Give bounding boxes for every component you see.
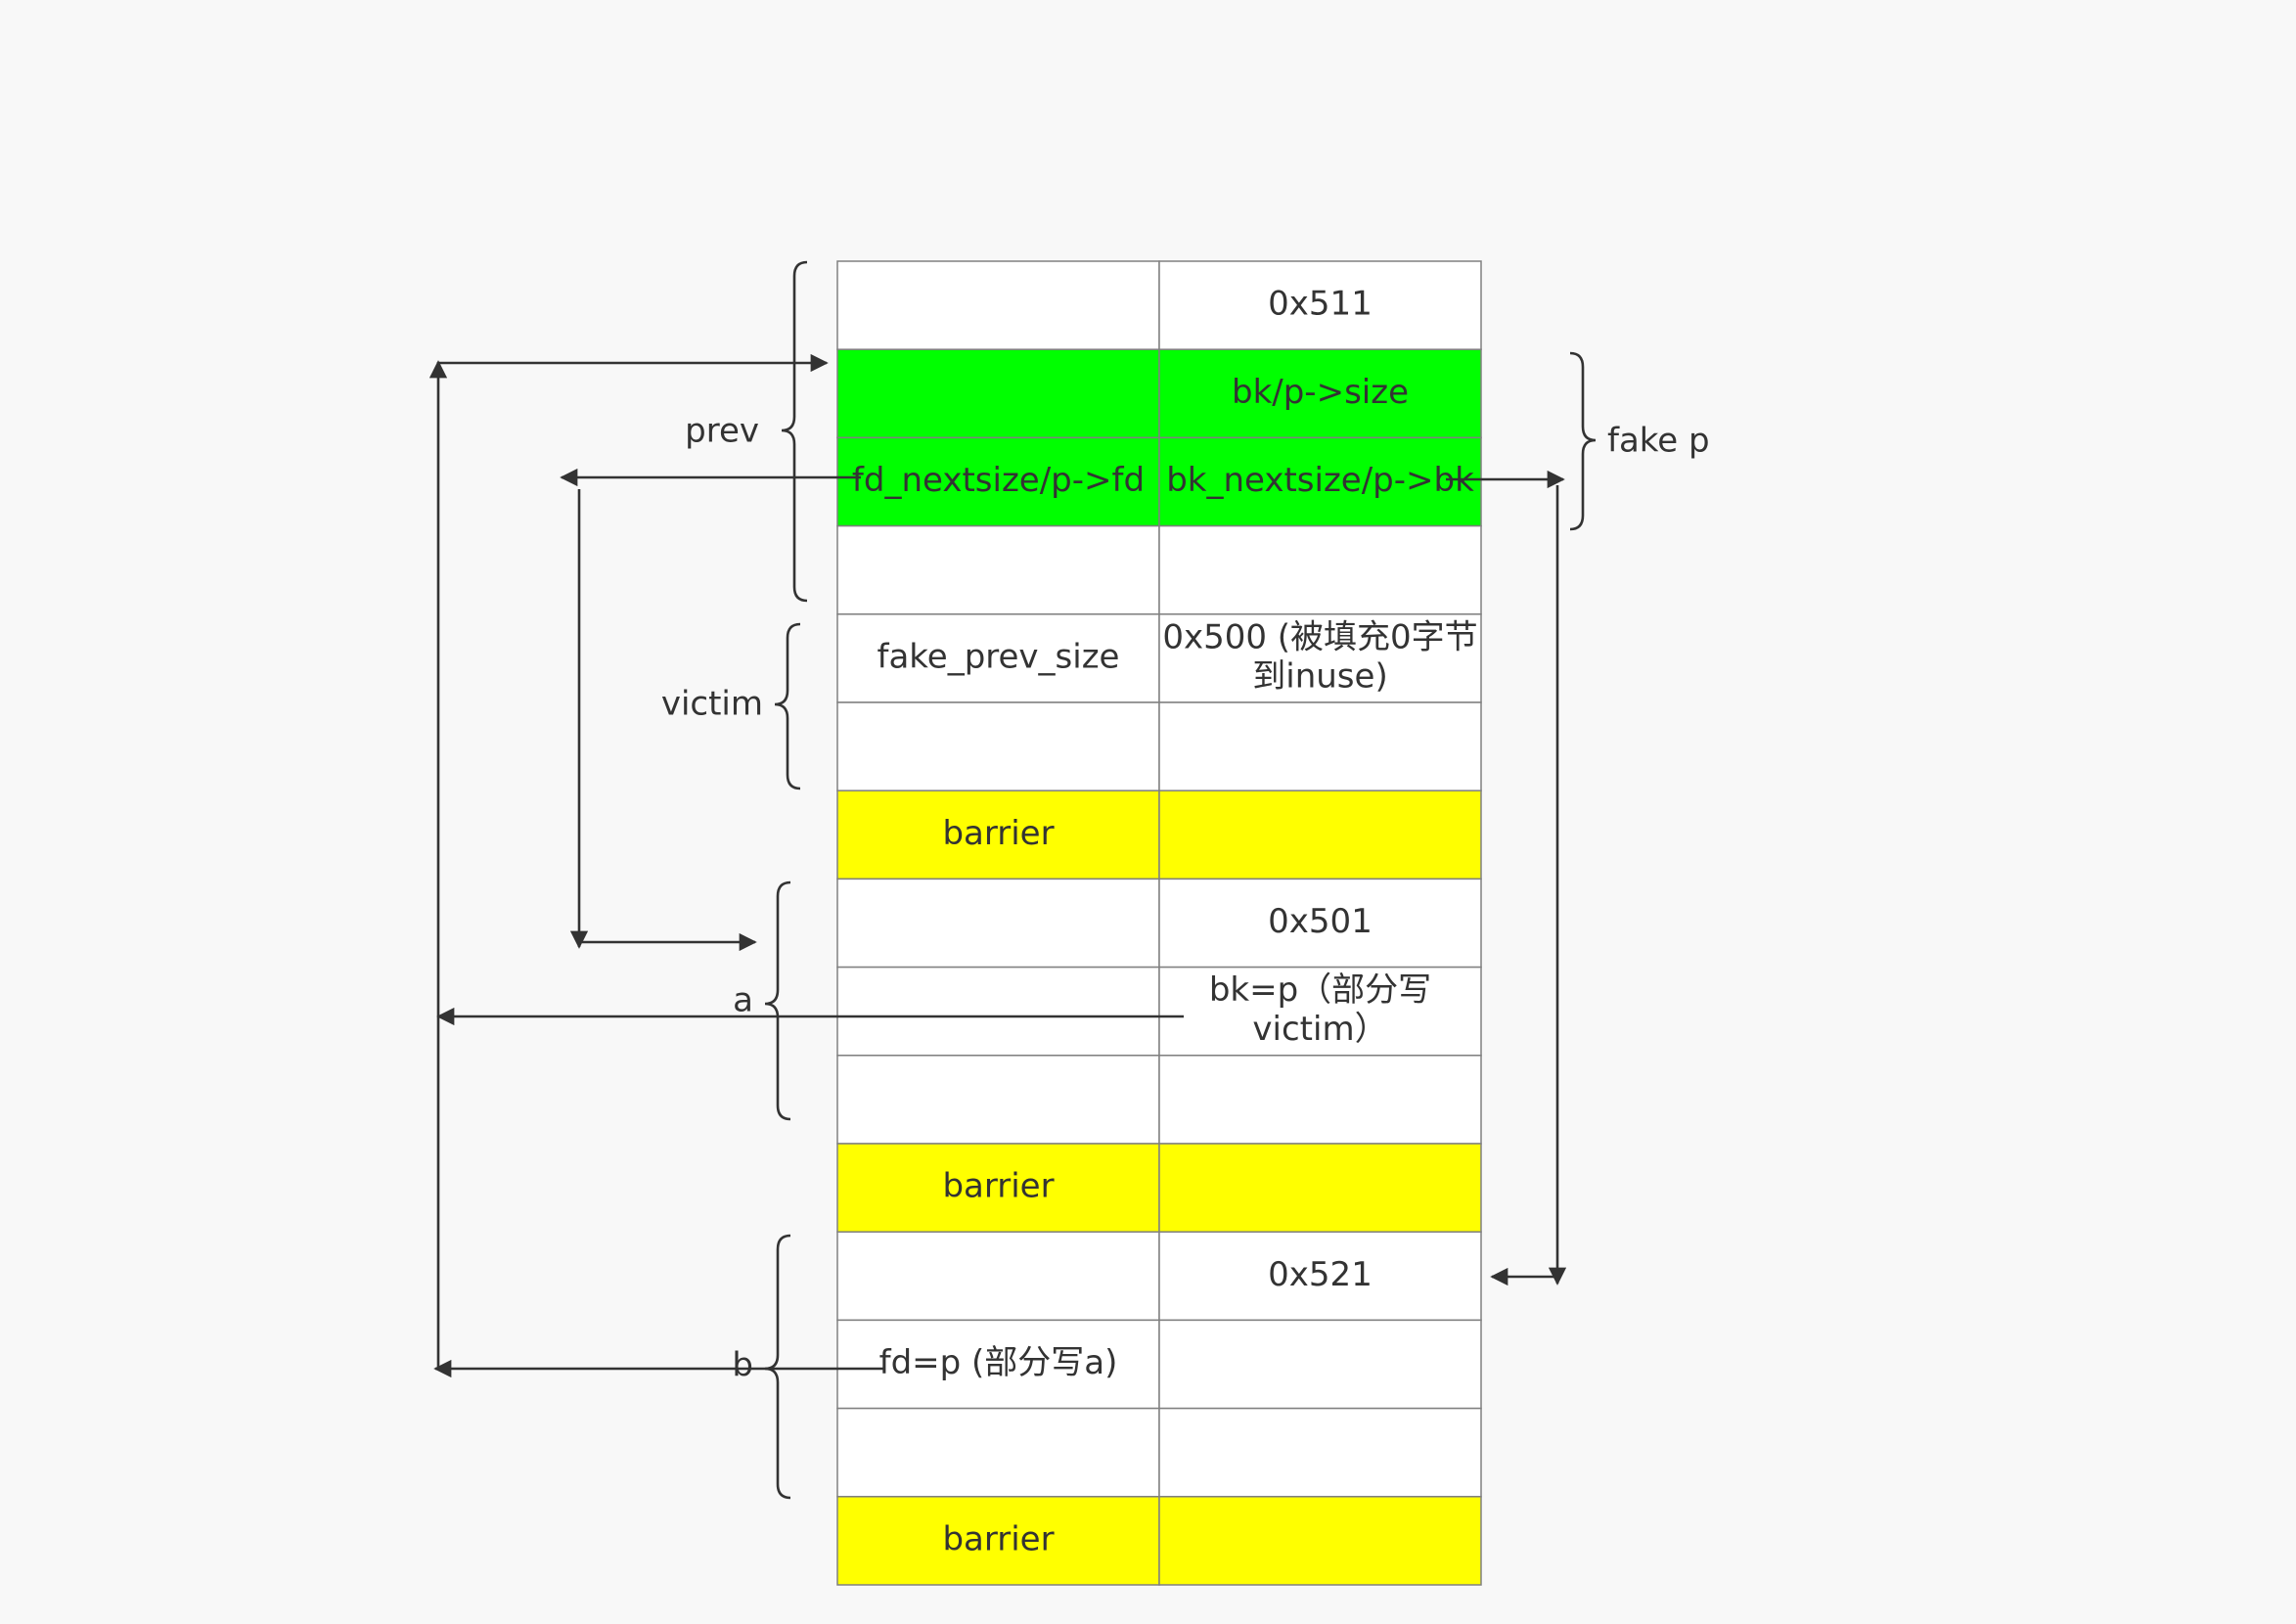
prev-label: prev	[685, 412, 759, 451]
cell-text-8-right: victim）	[1252, 1010, 1387, 1049]
cell-4-left	[836, 613, 1160, 703]
cell-11-right	[1158, 1231, 1482, 1322]
a-label: a	[733, 981, 753, 1020]
cell-1-right	[1158, 348, 1482, 439]
cell-0-right	[1158, 260, 1482, 350]
cell-11-left	[836, 1231, 1160, 1322]
cell-0-left	[836, 260, 1160, 350]
prev-brace	[781, 260, 808, 603]
cell-text-10-left: barrier	[942, 1167, 1054, 1206]
a-brace	[764, 880, 791, 1121]
cell-text-6-left: barrier	[942, 814, 1054, 853]
b-brace	[764, 1234, 791, 1500]
cell-13-left	[836, 1407, 1160, 1498]
cell-2-right	[1158, 436, 1482, 527]
cell-10-right	[1158, 1143, 1482, 1233]
cell-1-left	[836, 348, 1160, 439]
cell-text-4-right: 0x500 (被填充0字节	[1162, 617, 1477, 656]
cell-9-right	[1158, 1055, 1482, 1145]
victim-brace	[774, 622, 801, 790]
cell-12-left	[836, 1319, 1160, 1410]
cell-14-left	[836, 1496, 1160, 1586]
cell-text-14-left: barrier	[942, 1519, 1054, 1558]
cell-3-right	[1158, 524, 1482, 615]
memory-cells: 0x511 bk/p->size fd_nextsize/p->fd bk_nexts…	[836, 260, 1482, 1586]
cell-5-right	[1158, 701, 1482, 791]
cell-5-left	[836, 701, 1160, 791]
fake-p-label: fake p	[1607, 422, 1710, 461]
cell-text-0-right: 0x511	[1268, 285, 1373, 324]
cell-text-4-left: fake_prev_size	[878, 637, 1120, 676]
fake-p-brace	[1569, 351, 1597, 531]
cell-text-8-right: bk=p（部分写	[1209, 970, 1431, 1010]
cell-12-right	[1158, 1319, 1482, 1410]
cell-text-2-left: fd_nextsize/p->fd	[852, 461, 1145, 500]
cell-4-right	[1158, 613, 1482, 703]
cell-7-right	[1158, 878, 1482, 969]
cell-text-4-right: 到inuse)	[1252, 656, 1387, 696]
cell-14-right	[1158, 1496, 1482, 1586]
cell-text-12-left: fd=p (部分写a)	[879, 1343, 1118, 1382]
cell-7-left	[836, 878, 1160, 969]
victim-label: victim	[661, 685, 763, 724]
cell-text-2-right: bk_nextsize/p->bk	[1166, 461, 1474, 500]
cell-13-right	[1158, 1407, 1482, 1498]
cell-10-left	[836, 1143, 1160, 1233]
cell-3-left	[836, 524, 1160, 615]
cell-2-left	[836, 436, 1160, 527]
cell-text-1-right: bk/p->size	[1232, 373, 1409, 412]
cell-text-7-right: 0x501	[1268, 902, 1373, 941]
b-label: b	[732, 1346, 753, 1385]
cell-9-left	[836, 1055, 1160, 1145]
cell-text-11-right: 0x521	[1268, 1255, 1373, 1294]
cell-8-left	[836, 966, 1160, 1057]
cell-6-right	[1158, 789, 1482, 880]
